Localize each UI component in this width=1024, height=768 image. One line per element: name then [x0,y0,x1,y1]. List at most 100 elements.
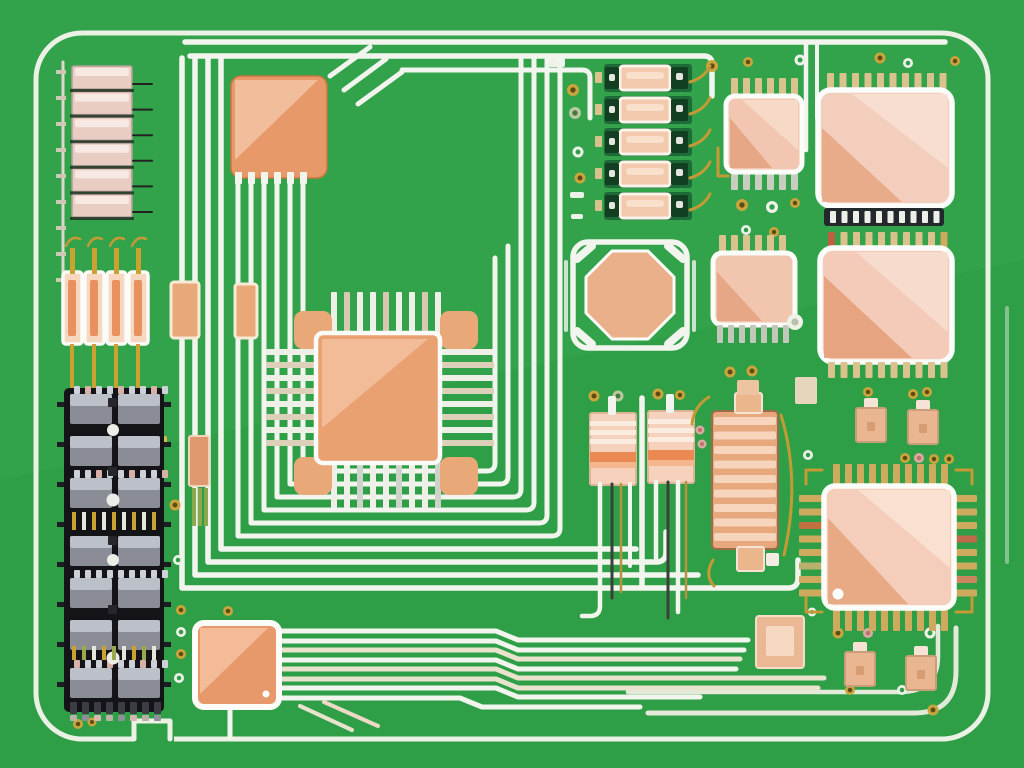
qfp2-pin-right [952,508,977,516]
via-pink [697,439,707,449]
resistor-lead-top [92,248,97,274]
smd-glyph [609,106,615,113]
copper-pad-lead [204,488,208,526]
qfp2-pin-top [833,464,840,485]
dip-nub-row [129,470,135,478]
copper-pad-lead [198,488,202,526]
capacitor-band [590,462,636,468]
via-white [174,673,184,683]
qfp-pin-bottom-group [331,462,441,508]
qfp2-pin-bottom [881,610,888,631]
smd-body-stripe [626,200,664,207]
dip-nub-row [96,386,102,394]
dip-pin-row [132,646,136,660]
chip-large-socket-pin [910,211,917,223]
qfp2-pin-bottom [833,610,840,631]
smd-body-stripe-group [626,72,664,207]
chip-small-shade [717,272,762,321]
qfp2-pin-left [799,562,824,570]
connector-rail-tick [56,70,66,74]
connector-separator [70,165,134,169]
smd-gold-wire [688,96,712,116]
dip-nub-row [129,570,135,578]
connector-lead-group [132,83,153,213]
dip-edge-tick [164,642,171,647]
dip-nub-row [107,570,113,578]
qfp-pin-top-group [331,292,441,336]
outline-notch [131,718,173,742]
qfp-pin-right [440,414,494,420]
chip-small-bottom-pin [750,325,756,343]
dip-center-square [108,398,117,407]
chip-large-top-pin [878,232,885,249]
trace-fan [278,666,827,681]
chip-large-bottom-pin [928,362,935,378]
capacitor-stripe [590,439,636,444]
via-white [173,555,183,565]
chip-large-socket-pin [933,211,940,223]
smd-glyph [676,73,683,80]
capacitor-band [648,460,694,466]
dip-leg [70,702,77,714]
qfp2-pin-bottom [893,610,900,631]
connector-segment-highlight-group [75,68,129,204]
qfp2-pin-top [893,464,900,485]
chip-large-top-pin [839,73,847,91]
qfp-pin-top [344,292,350,336]
qfp-corner-pad [294,457,332,495]
resistor-wire-curl [64,236,82,248]
connector-separator [70,140,134,144]
dip-leg [130,702,137,714]
via-white [766,201,778,213]
smd-glyph [676,169,683,176]
dip-chip-top-group [70,536,112,632]
chip-small-top-pin [743,235,750,253]
connector-segment-highlight [75,93,129,102]
dip-pin-row-group [72,646,156,660]
dip-nub-row [74,570,80,578]
chip-large-bottom-pin [865,362,873,378]
inner-corner-trace [645,625,959,716]
capacitor-stripe-group [590,421,636,444]
via-gold [588,390,600,402]
trace-pad [549,58,565,67]
dip-edge-tick [164,522,171,527]
qfp2-pin-top-group [833,464,948,485]
chip-small-bottom-pin [767,170,774,190]
dip-chip-group [118,536,160,650]
via-white [903,58,913,68]
qfp2-pin-right [952,495,977,502]
copper-pad-rect [169,280,201,340]
trace-spiral [235,55,563,539]
dip-edge-tick [164,562,171,567]
transistor-mark [917,670,925,679]
resistor-lead-bottom [136,344,140,426]
connector-rail-tick [56,226,66,230]
smd-glyph [609,202,615,209]
qfp-pin-right [440,440,494,446]
chip-small-bottom-pin [717,325,723,343]
chip-large-gloss [852,94,948,168]
dip-chip-top [118,536,160,548]
chip-large-top-pin [928,232,935,249]
qfp-pin-left-group [266,349,318,446]
chip-large-top-pin-group [827,73,947,91]
qfp-pin-top [357,292,363,336]
dip-nub-row [74,386,80,394]
qfp2-pin-left-group [799,495,824,597]
chip-small-top-pin [731,78,738,98]
chip-top-left-pin [274,172,281,184]
chip-large-socket-pin [922,211,928,223]
trace-diagonal [327,44,373,79]
octagon-corner-wedge [664,242,687,263]
chip-large-top-pin [864,73,872,91]
octagon-corner-wedge [664,327,687,348]
chip-large-top-pin-group [828,232,948,249]
smd-pad [595,200,602,211]
dip-pin-row [72,512,76,530]
via-gold [944,454,954,464]
connector-rail-tick [56,200,66,204]
qfp2-pin-top [941,464,948,485]
